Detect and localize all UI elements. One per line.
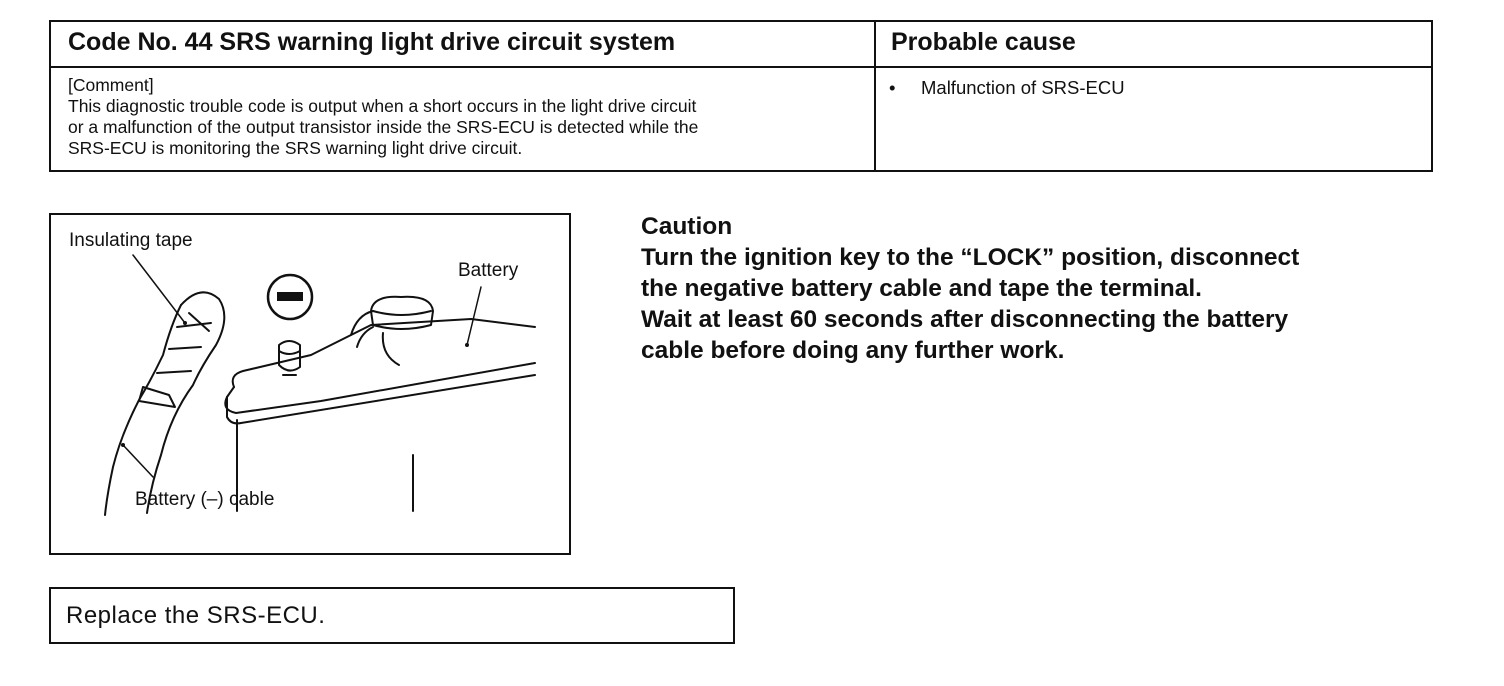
comment-label: [Comment] <box>68 75 154 95</box>
leader-line-battery <box>466 286 482 346</box>
battery-icon <box>224 295 536 512</box>
action-box: Replace the SRS-ECU. <box>49 587 735 644</box>
diagnostic-code-table: Code No. 44 SRS warning light drive circ… <box>49 20 1433 172</box>
insulating-tape-label: Insulating tape <box>69 230 193 251</box>
bullet-icon: • <box>889 77 896 98</box>
battery-illustration: Insulating tape Battery Battery (–) cabl… <box>49 213 571 555</box>
comment-line: SRS-ECU is monitoring the SRS warning li… <box>68 138 523 158</box>
battery-drawing <box>104 254 536 516</box>
comment-line: This diagnostic trouble code is output w… <box>68 96 697 116</box>
battery-label: Battery <box>458 260 519 281</box>
action-text: Replace the SRS-ECU. <box>66 602 326 629</box>
caution-title: Caution <box>641 213 733 240</box>
comment-block: [Comment] This diagnostic trouble code i… <box>68 75 868 159</box>
caution-line: Wait at least 60 seconds after disconnec… <box>641 306 1289 333</box>
caution-line: Turn the ignition key to the “LOCK” posi… <box>641 244 1300 271</box>
negative-terminal-symbol-icon <box>266 273 314 321</box>
insulated-cable-icon <box>104 291 226 516</box>
caution-block: Caution Turn the ignition key to the “LO… <box>641 211 1441 366</box>
comment-line: or a malfunction of the output transisto… <box>68 117 699 137</box>
probable-cause-item: • Malfunction of SRS-ECU <box>889 77 1125 99</box>
table-column-divider <box>874 22 876 170</box>
leader-line-cable <box>122 444 154 478</box>
battery-cable-label: Battery (–) cable <box>135 489 275 510</box>
probable-cause-header: Probable cause <box>891 28 1076 56</box>
leader-line-tape <box>132 254 186 324</box>
caution-line: cable before doing any further work. <box>641 337 1065 364</box>
code-title: Code No. 44 SRS warning light drive circ… <box>68 28 676 56</box>
probable-cause-text: Malfunction of SRS-ECU <box>921 77 1125 98</box>
caution-line: the negative battery cable and tape the … <box>641 275 1202 302</box>
table-row-divider <box>51 66 1431 68</box>
